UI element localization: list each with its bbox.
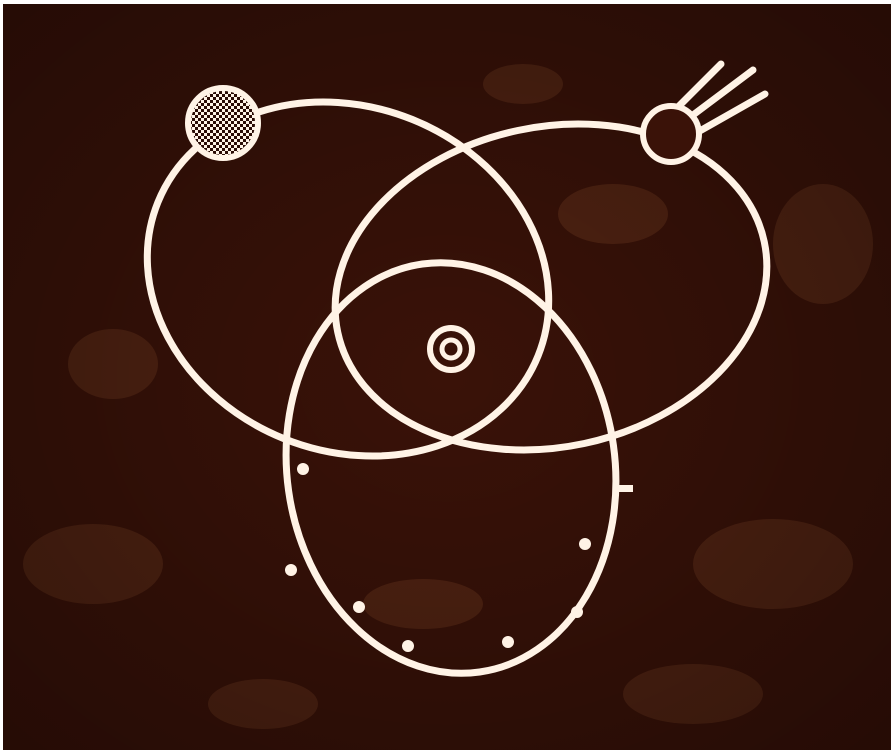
moon-dot xyxy=(579,538,591,550)
moon-dot xyxy=(402,640,414,652)
orbit-tick-mark xyxy=(615,485,633,492)
moon-dot xyxy=(285,564,297,576)
moon-dot xyxy=(571,606,583,618)
orbital-diagram-canvas xyxy=(3,4,891,750)
orbital-diagram-photo xyxy=(3,4,891,750)
moon-dot xyxy=(502,636,514,648)
vignette-overlay xyxy=(3,4,891,750)
comet-head xyxy=(643,106,699,162)
moon-dot xyxy=(297,463,309,475)
checkered-planet xyxy=(188,88,258,158)
moon-dot xyxy=(353,601,365,613)
